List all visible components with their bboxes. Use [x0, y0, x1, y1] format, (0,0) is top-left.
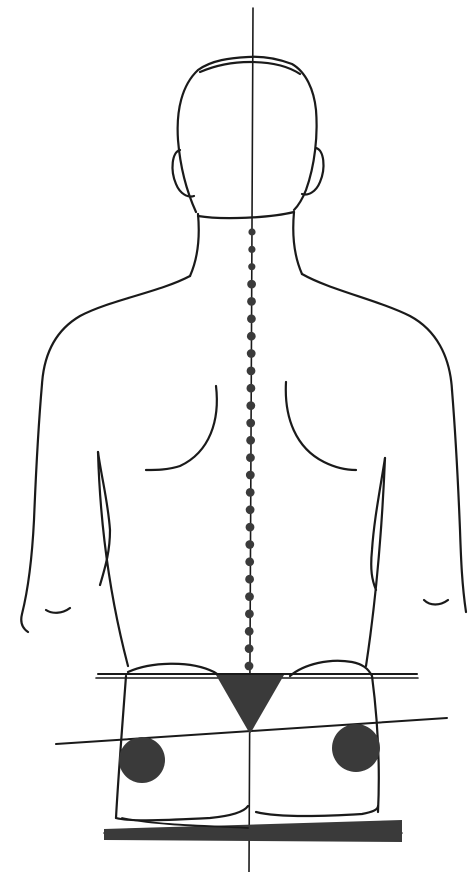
hair-line: [200, 62, 300, 74]
sacral-triangle: [216, 675, 284, 734]
neck-right: [293, 212, 302, 274]
right-ischial-marker: [332, 724, 380, 772]
vertebra-12: [246, 419, 255, 428]
vertebra-13: [246, 436, 255, 445]
vertebra-15: [246, 471, 255, 480]
vertebra-4: [247, 280, 256, 289]
vertebra-1: [248, 228, 255, 235]
head: [173, 57, 324, 212]
left-elbow-crease: [46, 608, 70, 613]
heel-block: [104, 820, 402, 842]
vertebra-22: [245, 592, 254, 601]
right-elbow-crease: [424, 600, 448, 605]
vertebra-11: [246, 401, 255, 410]
vertebra-26: [245, 662, 254, 671]
left-arm-outer: [21, 384, 42, 632]
right-flank: [366, 458, 385, 666]
vertebra-3: [248, 263, 255, 270]
neck: [190, 212, 302, 276]
vertebra-2: [248, 246, 255, 253]
right-ear: [302, 148, 323, 195]
vertebra-24: [245, 627, 254, 636]
vertebra-20: [245, 557, 254, 566]
right-arm-outer: [452, 390, 466, 612]
vertebra-16: [246, 488, 255, 497]
vertebra-9: [247, 367, 256, 376]
head-outline: [178, 57, 317, 212]
vertebra-19: [245, 540, 254, 549]
vertebra-17: [246, 505, 255, 514]
neck-left: [190, 214, 199, 276]
vertebra-8: [247, 349, 256, 358]
right-buttock-bottom: [256, 806, 378, 816]
right-scapula: [286, 382, 356, 470]
vertebra-25: [245, 644, 254, 653]
markers: [104, 675, 402, 842]
left-scapula: [146, 386, 217, 470]
vertebra-5: [247, 297, 256, 306]
collar-line: [198, 212, 294, 218]
vertebra-10: [247, 384, 256, 393]
torso: [21, 274, 466, 666]
right-shoulder: [302, 274, 452, 390]
vertebra-23: [245, 610, 254, 619]
left-buttock-bottom: [116, 806, 248, 820]
vertebra-18: [246, 523, 255, 532]
vertebra-14: [246, 453, 255, 462]
left-shoulder: [42, 276, 190, 384]
vertebra-6: [247, 314, 256, 323]
vertebra-21: [245, 575, 254, 584]
vertebra-7: [247, 332, 256, 341]
left-ischial-marker: [119, 737, 165, 783]
